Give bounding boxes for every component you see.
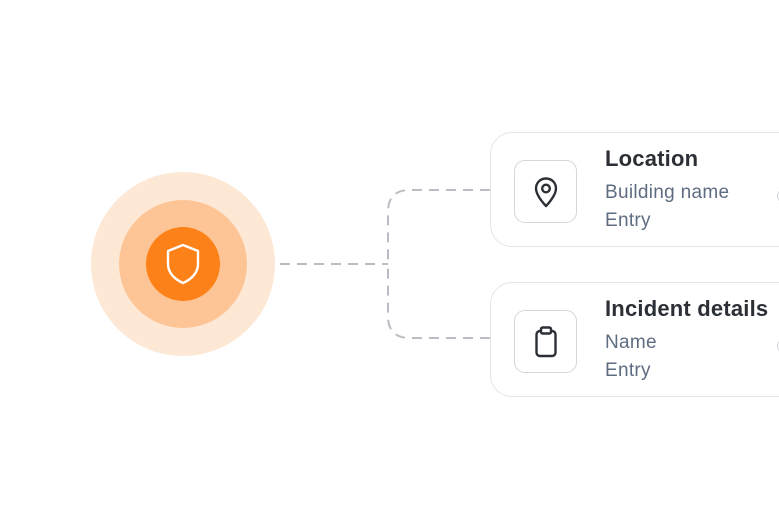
connector-branch-incident	[387, 264, 490, 339]
incident-icon-box	[514, 310, 577, 373]
location-field-entry: Entry	[605, 210, 651, 231]
location-field-building-name: Building name	[605, 182, 730, 203]
map-pin-icon	[534, 176, 557, 207]
connector-branch-location	[387, 189, 490, 264]
incident-details-card-title: Incident details	[605, 296, 769, 321]
location-icon-box	[514, 160, 577, 223]
incident-field-entry: Entry	[605, 360, 651, 381]
incident-details-card[interactable]: Incident details Name Entry	[490, 282, 779, 397]
location-card[interactable]: Location Building name Entry	[490, 132, 779, 247]
clipboard-icon	[534, 325, 557, 357]
shield-icon	[166, 243, 200, 285]
location-card-title: Location	[605, 146, 699, 171]
shield-node[interactable]	[146, 227, 220, 301]
incident-field-name: Name	[605, 332, 657, 353]
